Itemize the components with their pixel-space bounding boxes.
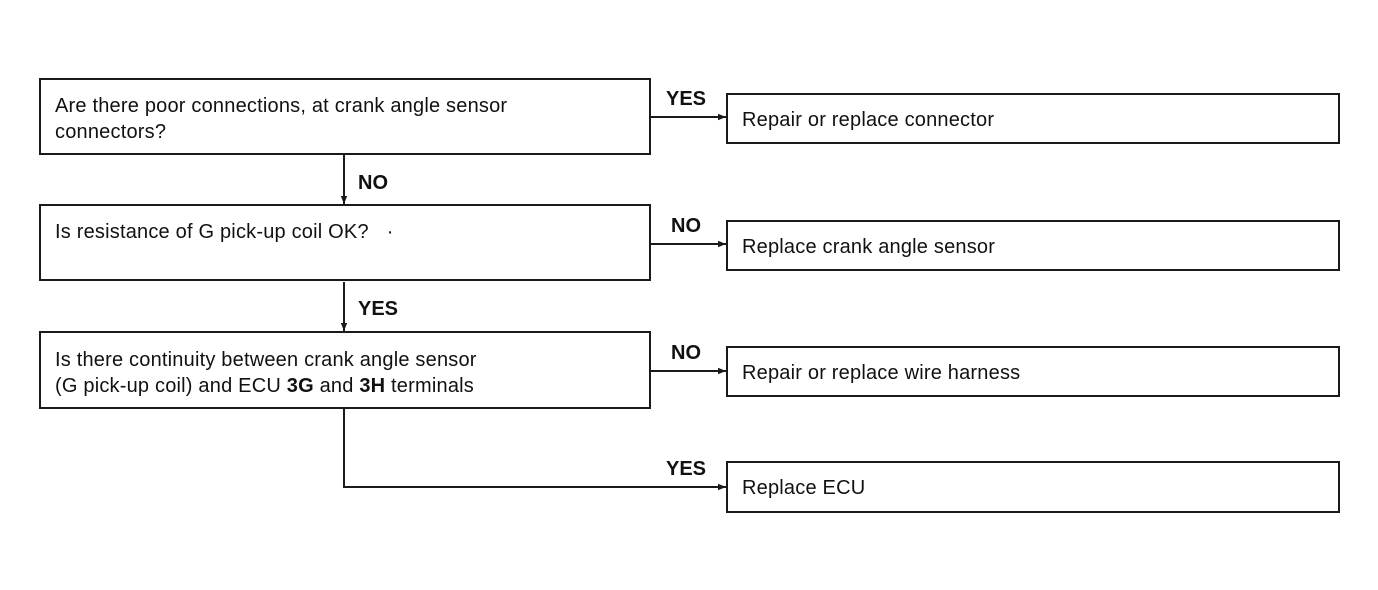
text-part: (G pick-up coil) and ECU [55, 375, 287, 397]
question-line: Are there poor connections, at crank ang… [55, 95, 508, 117]
question-line: (G pick-up coil) and ECU 3G and 3H termi… [55, 373, 477, 399]
question-box-resistance: Is resistance of G pick-up coil OK? · [39, 204, 651, 281]
text-part: and [313, 375, 360, 397]
label-no-q3: NO [671, 342, 701, 364]
label-no-q1: NO [358, 172, 388, 194]
action-box-replace-sensor: Replace crank angle sensor [726, 220, 1340, 271]
question-text-resistance: Is resistance of G pick-up coil OK? · [55, 219, 394, 245]
question-box-connections: Are there poor connections, at crank ang… [39, 78, 651, 155]
terminal-3g: 3G [286, 375, 314, 397]
text-part: terminals [385, 375, 474, 397]
action-box-repair-connector: Repair or replace connector [726, 93, 1340, 144]
question-line: Is there continuity between crank angle … [55, 349, 477, 371]
arrow-q3-to-a4 [343, 409, 726, 491]
question-text-continuity: Is there continuity between crank angle … [55, 347, 477, 399]
action-text: Replace crank angle sensor [742, 236, 996, 258]
action-text: Replace ECU [742, 477, 866, 499]
label-yes-q1: YES [666, 88, 707, 110]
question-text-connections: Are there poor connections, at crank ang… [55, 93, 507, 145]
terminal-3h: 3H [359, 375, 386, 397]
question-box-continuity: Is there continuity between crank angle … [39, 331, 651, 409]
action-text: Repair or replace connector [742, 109, 995, 131]
question-line: Is resistance of G pick-up coil OK? [55, 221, 369, 243]
label-yes-q2: YES [358, 298, 399, 320]
action-text: Repair or replace wire harness [742, 362, 1021, 384]
label-yes-q3: YES [666, 458, 707, 480]
action-box-replace-ecu: Replace ECU [726, 461, 1340, 513]
question-line: connectors? [55, 121, 167, 143]
label-no-q2: NO [671, 215, 701, 237]
dot-mark: · [386, 221, 394, 243]
action-box-repair-harness: Repair or replace wire harness [726, 346, 1340, 397]
